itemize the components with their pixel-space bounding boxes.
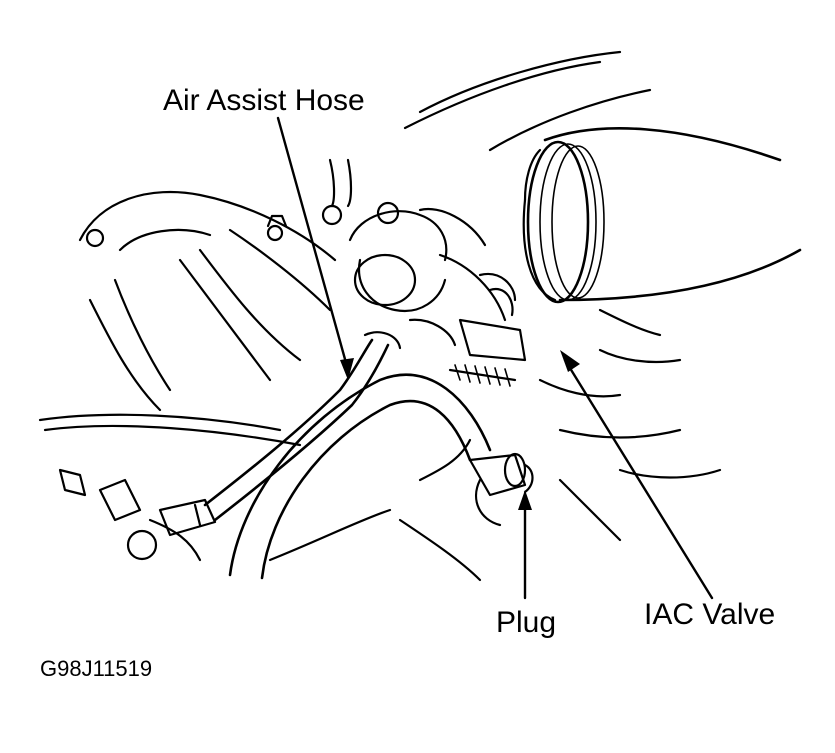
plug-arrowhead (518, 490, 532, 510)
iac-valve-assembly (348, 201, 527, 387)
air-assist-hose (158, 318, 457, 537)
leader-arrows (276, 116, 714, 600)
plug-label: Plug (496, 606, 557, 639)
intake-duct (403, 50, 802, 304)
intake-manifold (38, 158, 353, 447)
main-hose (228, 373, 534, 580)
figure-id: G98J11519 (40, 656, 153, 681)
iac-valve-arrowhead (560, 350, 580, 372)
iac-valve-label: IAC Valve (644, 598, 776, 631)
iac-valve-leader (563, 358, 714, 600)
air-assist-hose-leader (276, 116, 350, 372)
lower-components (58, 308, 722, 582)
air-assist-hose-label: Air Assist Hose (163, 84, 365, 117)
air-assist-hose-arrowhead (340, 358, 354, 380)
